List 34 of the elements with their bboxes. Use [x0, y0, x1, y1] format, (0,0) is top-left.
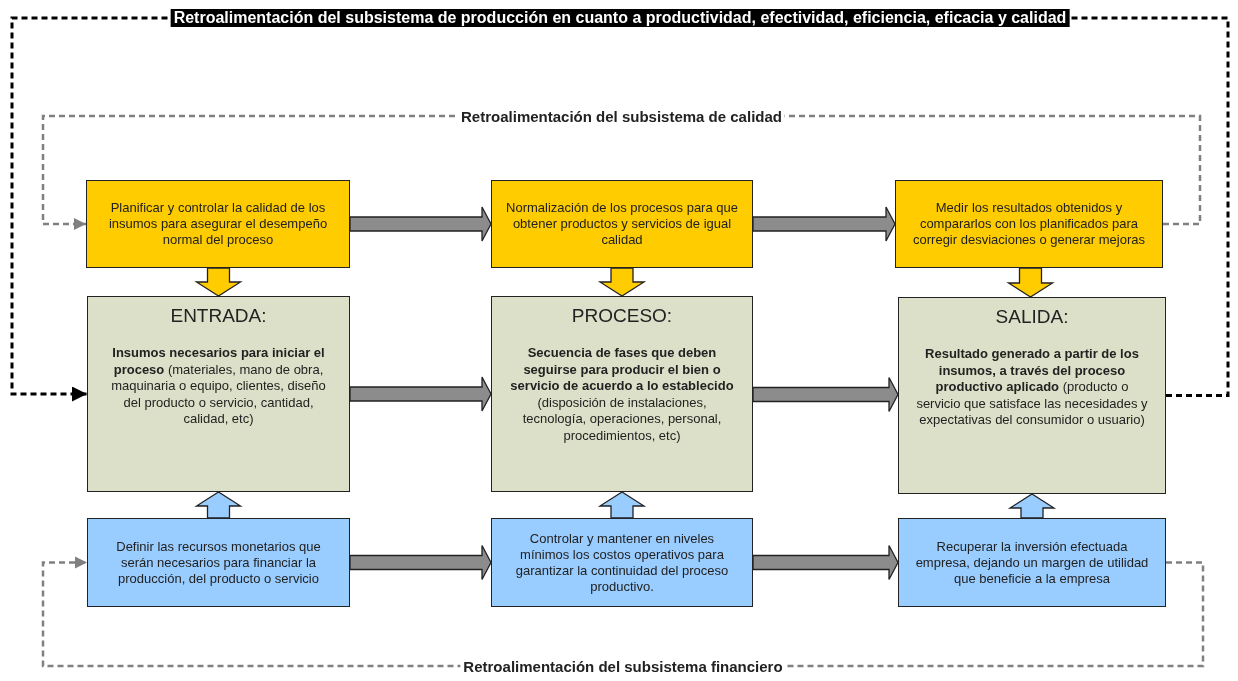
block-arrow — [752, 544, 899, 581]
step-text: Medir los resultados obtenidos y compararlos con los planificados para corregir desviaciones o generar mejoras — [912, 200, 1146, 248]
stage-description: Resultado generado a partir de los insumos, a través del proceso productivo aplicado (producto o servicio que satisface las necesidades y expectativas del consumidor o usuario) — [915, 346, 1149, 429]
block-arrow — [1006, 267, 1055, 298]
block-arrow — [597, 267, 647, 297]
step-text: Recuperar la inversión efectuada empresa, dejando un margen de utilidad que beneficie a la empresa — [914, 538, 1150, 587]
stage-box — [898, 297, 1166, 494]
finance-step-box — [898, 518, 1166, 607]
block-arrow — [194, 267, 243, 297]
finance-step-box — [491, 518, 753, 607]
block-arrow — [349, 376, 492, 412]
block-arrow — [194, 491, 243, 519]
step-text: Planificar y controlar la calidad de los insumos para asegurar el desempeño normal del proceso — [107, 200, 329, 248]
step-text: Controlar y mantener en niveles mínimos los costos operativos para garantizar la continuidad del proceso productivo. — [514, 530, 730, 595]
quality-step-box — [86, 180, 350, 268]
edge-label: Retroalimentación del subsistema de producción en cuanto a productividad, efectividad, eficiencia, eficacia y calidad — [170, 9, 1070, 27]
stage-description: Insumos necesarios para iniciar el proceso (materiales, mano de obra, maquinaria o equipo, clientes, diseño del producto o servicio, cantidad, calidad, etc) — [110, 345, 327, 428]
finance-step-box — [87, 518, 350, 607]
block-arrow — [597, 491, 647, 519]
block-arrow — [349, 544, 492, 581]
stage-description: Secuencia de fases que deben seguirse para producir el bien o servicio de acuerdo a lo establecido (disposición de instalaciones, tecnología, operaciones, personal, procedimientos, etc) — [509, 345, 735, 444]
quality-step-box — [895, 180, 1163, 268]
stage-title: SALIDA: — [995, 306, 1069, 328]
step-text: Definir las recursos monetarios que serán necesarios para financiar la producción, del producto o servicio — [115, 538, 322, 587]
block-arrow — [349, 206, 492, 242]
quality-step-box — [491, 180, 753, 268]
step-text: Normalización de los procesos para que obtener productos y servicios de igual calidad — [505, 200, 739, 248]
stage-box — [87, 296, 350, 492]
block-arrow — [752, 376, 899, 413]
block-arrow — [752, 206, 896, 242]
stage-box — [491, 296, 753, 492]
stage-title: PROCESO: — [571, 305, 673, 327]
block-arrow — [1007, 493, 1057, 519]
stage-title: ENTRADA: — [170, 305, 267, 327]
